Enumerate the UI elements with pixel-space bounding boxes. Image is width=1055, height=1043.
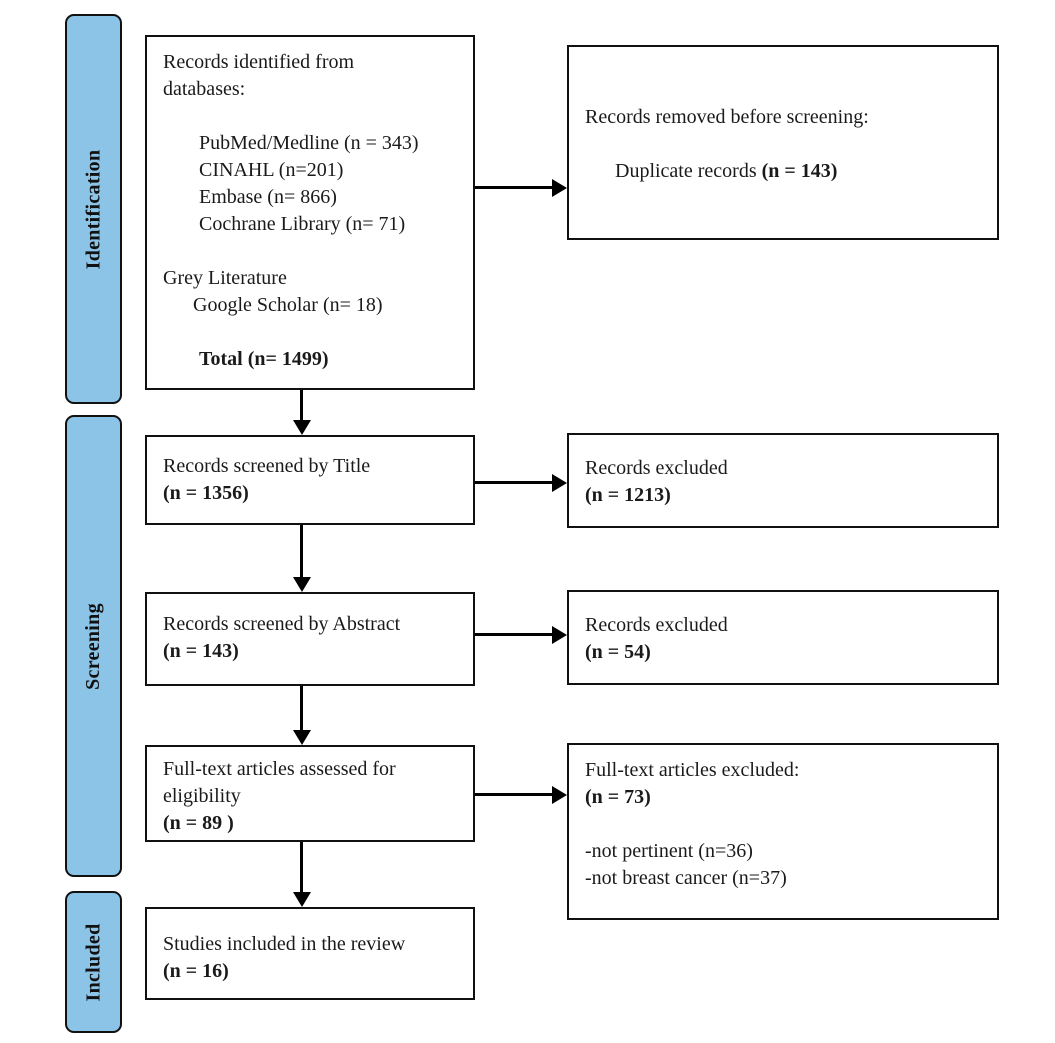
excluded-abstract-count: (n = 54) (585, 641, 651, 663)
spacer (569, 131, 997, 158)
grey-literature-source: Google Scholar (n= 18) (193, 294, 383, 316)
included-text: Studies included in the review (163, 933, 406, 955)
arrow-abstract-to-fulltext (300, 686, 303, 730)
fulltext-assessed-line1: Full-text articles assessed for (163, 758, 396, 780)
screened-title-count: (n = 1356) (163, 482, 249, 504)
fulltext-excluded-reason: -not pertinent (n=36) (585, 840, 753, 862)
screened-abstract-count: (n = 143) (163, 640, 239, 662)
box-screened-abstract: Records screened by Abstract (n = 143) (145, 592, 475, 686)
removed-reason: Duplicate records (n = 143) (599, 158, 997, 185)
spacer (569, 811, 997, 838)
box-studies-included: Studies included in the review (n = 16) (145, 907, 475, 1000)
box-screened-title: Records screened by Title (n = 1356) (145, 435, 475, 525)
arrow-fulltext-to-included (300, 842, 303, 892)
screened-title-text: Records screened by Title (163, 455, 371, 477)
database-item: Embase (n= 866) (199, 186, 337, 208)
removed-reason-text: Duplicate records (615, 160, 757, 182)
fulltext-assessed-count: (n = 89 ) (163, 812, 234, 834)
identified-heading-line1: Records identified from (163, 51, 355, 73)
box-records-removed: Records removed before screening: Duplic… (567, 45, 999, 240)
arrow-identified-to-removed (475, 186, 552, 189)
fulltext-assessed-line2: eligibility (163, 785, 241, 807)
box-fulltext-assessed: Full-text articles assessed for eligibil… (145, 745, 475, 842)
box-excluded-title: Records excluded (n = 1213) (567, 433, 999, 528)
excluded-abstract-text: Records excluded (585, 614, 728, 636)
stage-label-screening-text: Screening (82, 602, 104, 690)
spacer (147, 319, 473, 346)
database-item: PubMed/Medline (n = 343) (199, 132, 419, 154)
stage-label-included: Included (65, 891, 122, 1033)
excluded-title-count: (n = 1213) (585, 484, 671, 506)
spacer (147, 238, 473, 265)
stage-label-screening: Screening (65, 415, 122, 877)
fulltext-excluded-reason: -not breast cancer (n=37) (585, 867, 787, 889)
fulltext-excluded-count: (n = 73) (585, 786, 651, 808)
stage-label-identification: Identification (65, 14, 122, 404)
identified-total: Total (n= 1499) (199, 348, 329, 370)
arrow-fulltext-to-excluded (475, 793, 552, 796)
box-excluded-abstract: Records excluded (n = 54) (567, 590, 999, 685)
stage-label-identification-text: Identification (82, 149, 105, 269)
arrow-title-to-excluded (475, 481, 552, 484)
included-count: (n = 16) (163, 960, 229, 982)
spacer (147, 103, 473, 130)
database-item: Cochrane Library (n= 71) (199, 213, 406, 235)
box-records-identified: Records identified from databases: PubMe… (145, 35, 475, 390)
removed-reason-count: (n = 143) (761, 160, 838, 182)
database-item: CINAHL (n=201) (199, 159, 344, 181)
fulltext-excluded-heading: Full-text articles excluded: (585, 759, 800, 781)
grey-literature-label: Grey Literature (163, 267, 287, 289)
arrow-abstract-to-excluded (475, 633, 552, 636)
excluded-title-text: Records excluded (585, 457, 728, 479)
removed-heading: Records removed before screening: (585, 106, 869, 128)
stage-label-included-text: Included (82, 923, 104, 1001)
identified-heading-line2: databases: (163, 78, 246, 100)
arrow-title-to-abstract (300, 525, 303, 577)
arrow-identified-to-title (300, 390, 303, 420)
screened-abstract-text: Records screened by Abstract (163, 613, 401, 635)
box-fulltext-excluded: Full-text articles excluded: (n = 73) -n… (567, 743, 999, 920)
